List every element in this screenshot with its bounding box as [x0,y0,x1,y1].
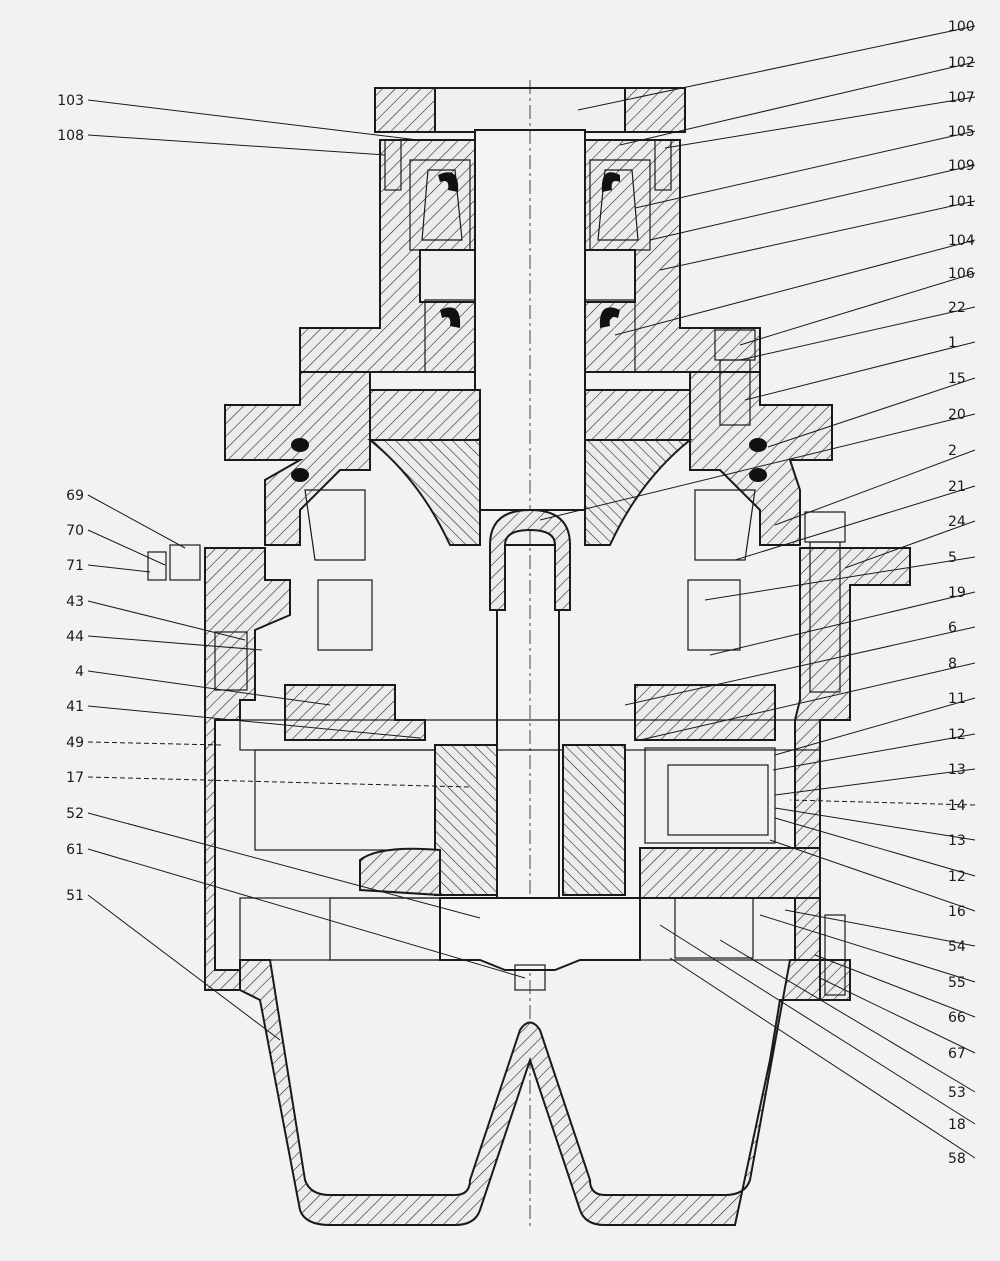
lower-bowl [239,959,821,1226]
callout-102: 102 [948,55,975,71]
middle-bearings [291,438,767,651]
planet-stage-2 [239,897,821,991]
planet-stage-1 [239,684,821,899]
callout-43: 43 [66,594,84,610]
callout-109: 109 [948,158,975,174]
callout-13-lower: 13 [948,833,966,849]
callout-58: 58 [948,1151,966,1167]
callout-54: 54 [948,939,966,955]
sun-gear-cap [489,508,571,611]
callout-69: 69 [66,488,84,504]
callout-22: 22 [948,300,966,316]
callout-52: 52 [66,806,84,822]
callout-24: 24 [948,514,966,530]
callout-103: 103 [57,93,84,109]
callout-17: 17 [66,770,84,786]
callout-108: 108 [57,128,84,144]
callout-6: 6 [948,620,957,636]
main-housing [224,371,833,546]
callout-20: 20 [948,407,966,423]
callout-41: 41 [66,699,84,715]
callout-71: 71 [66,558,84,574]
callout-100: 100 [948,19,975,35]
callout-107: 107 [948,90,975,106]
callout-4: 4 [75,664,84,680]
callout-66: 66 [948,1010,966,1026]
callout-labels-right: 100 102 107 105 109 101 104 106 22 1 15 … [948,19,975,1167]
callout-101: 101 [948,194,975,210]
callout-49: 49 [66,735,84,751]
callout-21: 21 [948,479,966,495]
callout-1: 1 [948,335,957,351]
callout-106: 106 [948,266,975,282]
callout-2: 2 [948,443,957,459]
callout-12-lower: 12 [948,869,966,885]
callout-18: 18 [948,1117,966,1133]
top-flange [374,87,686,133]
callout-11: 11 [948,691,966,707]
callout-55: 55 [948,975,966,991]
callout-13-upper: 13 [948,762,966,778]
callout-12-upper: 12 [948,727,966,743]
callout-14: 14 [948,798,966,814]
callout-16: 16 [948,904,966,920]
callout-67: 67 [948,1046,966,1062]
callout-105: 105 [948,124,975,140]
callout-15: 15 [948,371,966,387]
callout-44: 44 [66,629,84,645]
upper-bearings [409,159,651,373]
bolts [147,139,846,996]
callout-19: 19 [948,585,966,601]
callout-8: 8 [948,656,957,672]
callout-70: 70 [66,523,84,539]
callout-104: 104 [948,233,975,249]
callout-5: 5 [948,550,957,566]
callout-labels-left: 103 108 69 70 71 43 44 4 41 49 17 52 61 … [57,93,84,904]
callout-53: 53 [948,1085,966,1101]
leader-lines [87,25,976,1159]
callout-51: 51 [66,888,84,904]
callout-61: 61 [66,842,84,858]
